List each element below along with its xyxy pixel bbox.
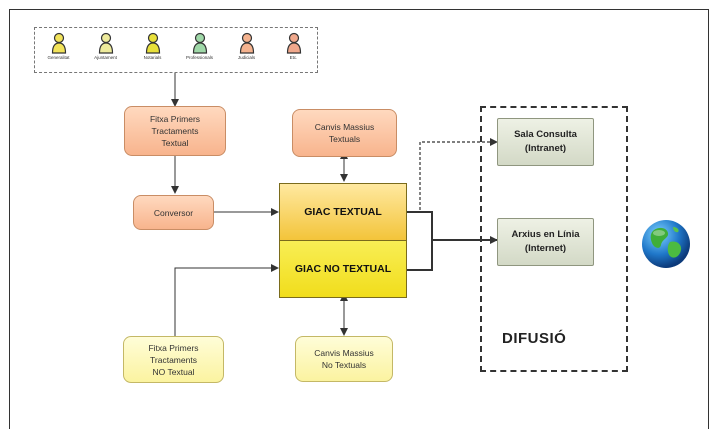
- arxius-linia-node: Arxius en Línia (Internet): [497, 218, 594, 266]
- giac-block: GIAC TEXTUAL GIAC NO TEXTUAL: [279, 183, 407, 298]
- actor-item: Notarials: [131, 32, 175, 61]
- actors-panel: Generalitat Ajuntament Notarials Profession…: [34, 27, 318, 73]
- actor-item: Generalitat: [37, 32, 81, 61]
- edge-fitxa-no-textual-to-giac: [174, 264, 279, 336]
- conversor-label: Conversor: [153, 207, 194, 218]
- canvis-no-textuals-node: Canvis Massius No Textuals: [295, 336, 393, 382]
- fitxa-textual-node: Fitxa Primers Tractaments Textual: [124, 106, 226, 156]
- actor-label: Etc.: [289, 55, 298, 60]
- person-icon: [145, 32, 160, 54]
- edge-giac-no-textual-to-arxius: [407, 240, 433, 271]
- fitxa-no-textual-label: Fitxa Primers Tractaments NO Textual: [148, 342, 199, 377]
- fitxa-no-textual-node: Fitxa Primers Tractaments NO Textual: [123, 336, 224, 383]
- giac-no-textual-node: GIAC NO TEXTUAL: [280, 240, 406, 297]
- actor-item: Professionals: [178, 32, 222, 61]
- actor-label: Notarials: [143, 55, 162, 60]
- edge-giac-textual-to-arxius: [407, 211, 498, 244]
- giac-no-textual-label: GIAC NO TEXTUAL: [294, 262, 392, 275]
- person-icon: [51, 32, 66, 54]
- actor-label: Generalitat: [47, 55, 70, 60]
- difusio-container: [480, 106, 628, 372]
- actor-label: Judicials: [237, 55, 256, 60]
- sala-consulta-node: Sala Consulta (Intranet): [497, 118, 594, 166]
- actor-label: Professionals: [185, 55, 213, 60]
- actor-item: Ajuntament: [84, 32, 128, 61]
- difusio-label: DIFUSIÓ: [502, 330, 567, 347]
- globe-icon: [642, 220, 690, 268]
- person-icon: [239, 32, 254, 54]
- arxius-linia-label: Arxius en Línia (Internet): [511, 229, 580, 254]
- giac-textual-node: GIAC TEXTUAL: [280, 184, 406, 241]
- actor-item: Judicials: [225, 32, 269, 61]
- giac-textual-label: GIAC TEXTUAL: [304, 205, 382, 218]
- person-icon: [192, 32, 207, 54]
- canvis-no-textuals-label: Canvis Massius No Textuals: [314, 348, 374, 370]
- canvis-textuals-node: Canvis Massius Textuals: [292, 109, 397, 157]
- canvis-textuals-label: Canvis Massius Textuals: [314, 122, 375, 144]
- actor-item: Etc.: [272, 32, 316, 61]
- actor-label: Ajuntament: [94, 55, 117, 60]
- fitxa-textual-label: Fitxa Primers Tractaments Textual: [149, 114, 201, 148]
- person-icon: [98, 32, 113, 54]
- person-icon: [286, 32, 301, 54]
- sala-consulta-label: Sala Consulta (Intranet): [514, 129, 577, 154]
- conversor-node: Conversor: [133, 195, 214, 230]
